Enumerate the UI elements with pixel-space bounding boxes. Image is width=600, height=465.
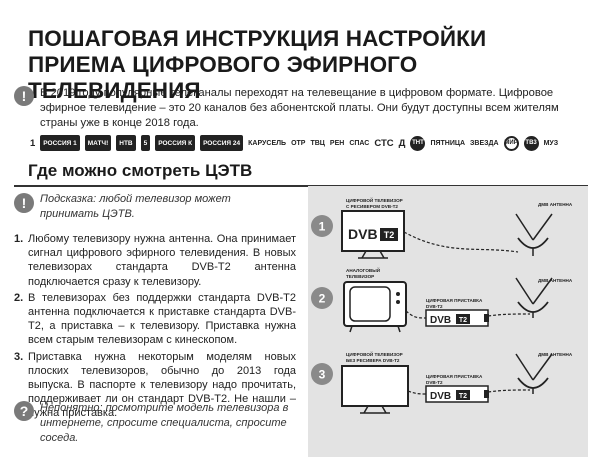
antenna-label: ДМВ АНТЕННА bbox=[538, 278, 573, 283]
tv-label: ТЕЛЕВИЗОР bbox=[346, 274, 374, 279]
cable bbox=[403, 231, 519, 253]
tv-label: ЦИФРОВОЙ ТЕЛЕВИЗОР bbox=[346, 350, 403, 357]
crt-tv-icon bbox=[343, 281, 407, 333]
cable bbox=[487, 389, 531, 393]
antenna-icon bbox=[515, 277, 553, 318]
dvb-t2-logo: T2 bbox=[459, 317, 467, 324]
cable bbox=[487, 313, 531, 317]
step-number-circle bbox=[311, 287, 333, 309]
channel-logos: 1 РОССИЯ 1 МАТЧ! НТВ 5 РОССИЯ К РОССИЯ 2… bbox=[30, 133, 590, 153]
intro-text: В 2019 году популярные телеканалы перехо… bbox=[40, 87, 559, 129]
channel-logo: ТНТ bbox=[410, 135, 426, 151]
antenna-label: ДМВ АНТЕННА bbox=[538, 352, 573, 357]
box-label: ЦИФРОВАЯ ПРИСТАВКА bbox=[426, 298, 483, 303]
step-number-circle bbox=[311, 363, 333, 385]
channel-logo: ТВЦ bbox=[310, 139, 325, 147]
channel-logo: ЗВЕЗДА bbox=[470, 139, 499, 147]
dvb-logo: DVB bbox=[348, 226, 378, 242]
box-label: DVB-T2 bbox=[426, 380, 443, 385]
channel-logo: 5 bbox=[140, 135, 151, 151]
channel-logo: РОССИЯ 24 bbox=[200, 135, 244, 151]
dvb-t2-logo: T2 bbox=[384, 230, 395, 240]
question-icon: ? bbox=[14, 401, 34, 421]
channel-logo: ОТР bbox=[291, 139, 306, 147]
channel-logo: МУЗ bbox=[543, 139, 559, 147]
dvb-logo: DVB bbox=[430, 391, 451, 402]
step-item: 3.Приставка нужна некоторым моделям новы… bbox=[14, 350, 296, 420]
exclamation-icon: ! bbox=[14, 193, 34, 213]
channel-logo: МАТЧ! bbox=[84, 135, 112, 151]
cable bbox=[405, 310, 427, 319]
step-number-circle bbox=[311, 215, 333, 237]
tv-label: ЦИФРОВОЙ ТЕЛЕВИЗОР bbox=[346, 196, 403, 203]
channel-logo: 1 bbox=[30, 137, 36, 149]
flat-tv-icon bbox=[341, 365, 409, 414]
step-item: 1.Любому телевизору нужна антенна. Она п… bbox=[14, 233, 296, 288]
antenna-icon bbox=[515, 213, 553, 256]
tv-label: АНАЛОГОВЫЙ bbox=[346, 266, 380, 273]
channel-logo: РОССИЯ К bbox=[155, 135, 196, 151]
channel-logo: РОССИЯ 1 bbox=[40, 135, 80, 151]
antenna-icon bbox=[515, 353, 553, 394]
section-divider bbox=[14, 185, 588, 187]
channel-logo: СТС bbox=[374, 137, 394, 149]
channel-logo: СПАС bbox=[349, 139, 370, 147]
tv-label: БЕЗ РЕСИВЕРА DVB-T2 bbox=[346, 358, 400, 363]
channel-logo: МИР bbox=[503, 135, 519, 151]
channel-logo: ТВ3 bbox=[523, 135, 539, 151]
cable bbox=[407, 390, 427, 395]
channel-logo: ПЯТНИЦА bbox=[430, 139, 466, 147]
page-title: ПОШАГОВАЯ ИНСТРУКЦИЯ НАСТРОЙКИ ПРИЕМА ЦИ… bbox=[28, 26, 487, 103]
steps-list: 1.Любому телевизору нужна антенна. Она п… bbox=[14, 232, 296, 423]
step-number: 1 bbox=[319, 220, 326, 234]
t2-badge bbox=[456, 314, 470, 324]
channel-logo: РЕН bbox=[329, 139, 345, 147]
dvb-logo: DVB bbox=[430, 315, 451, 326]
step-number: 3 bbox=[319, 368, 326, 382]
step-number: 2 bbox=[319, 292, 326, 306]
exclamation-icon: ! bbox=[14, 86, 34, 106]
tv-label: С РЕСИВЕРОМ DVB-T2 bbox=[346, 204, 398, 209]
channel-logo: НТВ bbox=[116, 135, 136, 151]
t2-badge bbox=[380, 228, 398, 241]
channel-logo: Д bbox=[398, 137, 406, 149]
hint-text: Подсказка: любой телевизор может принима… bbox=[40, 193, 231, 220]
connection-diagram: 1 ЦИФРОВОЙ ТЕЛЕВИЗОР С РЕСИВЕРОМ DVB-T2 … bbox=[308, 186, 588, 457]
antenna-label: ДМВ АНТЕННА bbox=[538, 202, 573, 207]
channel-logo: КАРУСЕЛЬ bbox=[248, 139, 287, 147]
dvb-t2-logo: T2 bbox=[459, 393, 467, 400]
diagram-svg: 1 ЦИФРОВОЙ ТЕЛЕВИЗОР С РЕСИВЕРОМ DVB-T2 … bbox=[311, 196, 573, 414]
box-label: ЦИФРОВАЯ ПРИСТАВКА bbox=[426, 374, 483, 379]
box-label: DVB-T2 bbox=[426, 304, 443, 309]
section-title: Где можно смотреть ЦЭТВ bbox=[28, 161, 253, 180]
flat-tv-icon bbox=[341, 210, 405, 259]
step-item: 2.В телевизорах без поддержки стандарта … bbox=[14, 291, 296, 347]
footer-text: Непонятно: посмотрите модель телевизора … bbox=[40, 402, 289, 444]
t2-badge bbox=[456, 390, 470, 400]
